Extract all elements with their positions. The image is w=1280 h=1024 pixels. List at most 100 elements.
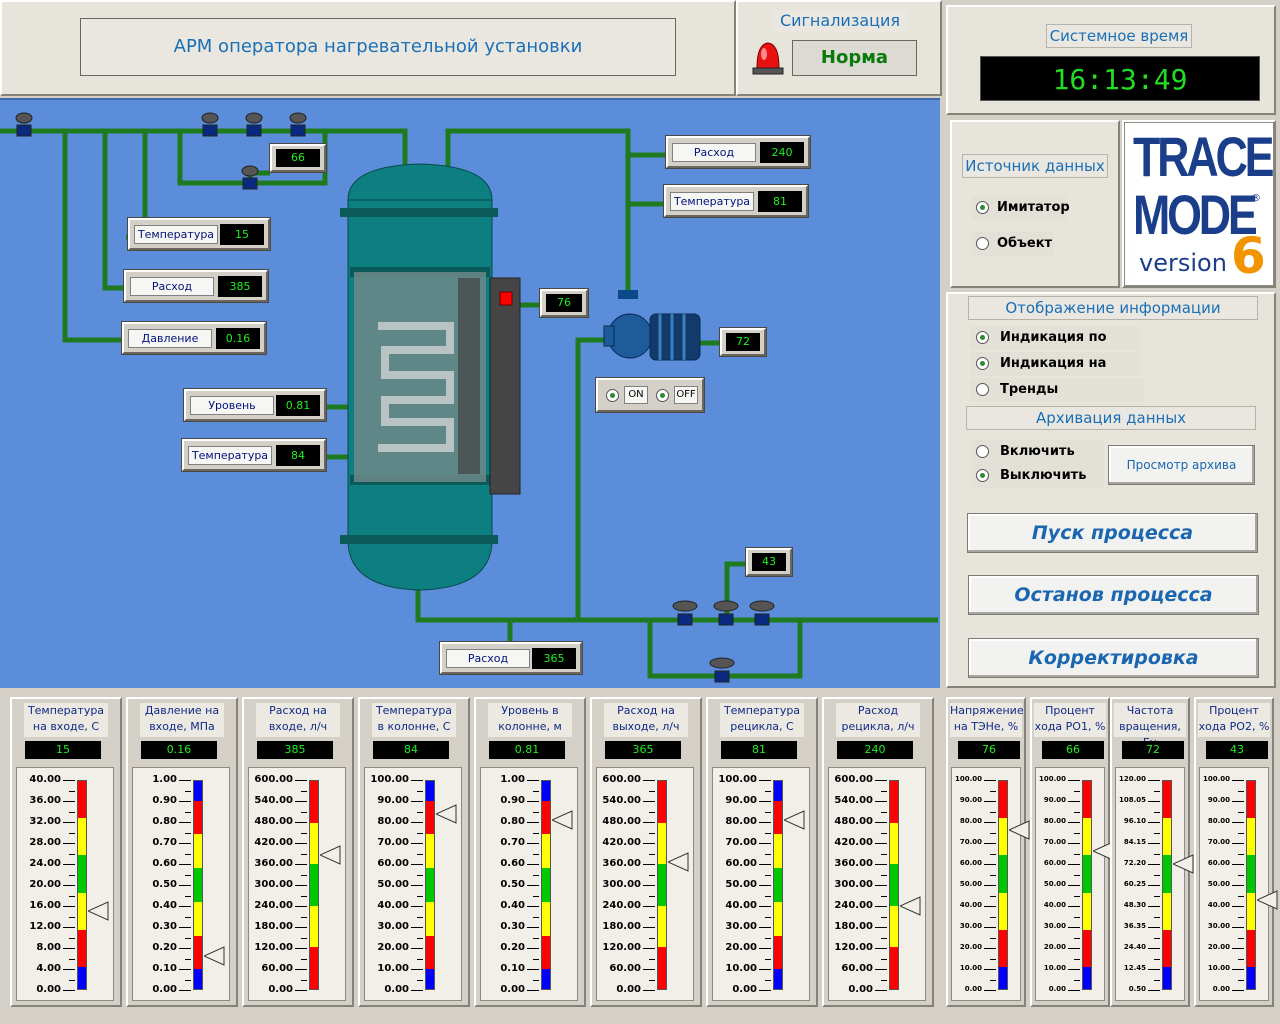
gauge-tick-line bbox=[1232, 927, 1244, 928]
gauge-zone-yellow bbox=[1247, 818, 1255, 856]
gauge-minor-tick bbox=[69, 874, 75, 876]
gauge-tick-label: 32.00 bbox=[29, 815, 61, 827]
gauge-color-bar bbox=[309, 780, 319, 990]
gauge-tick-label: 180.00 bbox=[602, 920, 641, 932]
gauge-minor-tick bbox=[1074, 895, 1080, 897]
gauge-value: 240 bbox=[837, 741, 913, 759]
gauge-tick-line bbox=[527, 948, 539, 949]
gauge-title: Напряжение на ТЭНе, % bbox=[950, 703, 1024, 737]
gauge-tick-line bbox=[1068, 906, 1080, 907]
gauge-minor-tick bbox=[1074, 937, 1080, 939]
gauge-tick-label: 600.00 bbox=[834, 773, 873, 785]
display-option-trends[interactable]: Тренды bbox=[970, 378, 1144, 402]
gauge-tick-line bbox=[527, 780, 539, 781]
gauge-zone-blue bbox=[1163, 967, 1171, 989]
gauge-tick-line bbox=[643, 990, 655, 991]
alarm-lamp-icon bbox=[750, 38, 786, 76]
radio-icon[interactable] bbox=[976, 445, 989, 458]
gauge-zone-yellow bbox=[658, 822, 666, 865]
gauge-minor-tick bbox=[990, 874, 996, 876]
stop-process-button[interactable]: Останов процесса bbox=[968, 575, 1259, 615]
gauge-minor-tick bbox=[1238, 790, 1244, 792]
gauge-zone-red bbox=[194, 935, 202, 970]
gauge-tick-label: 0.40 bbox=[152, 899, 177, 911]
gauge-tick-line bbox=[295, 843, 307, 844]
gauge-11: Частота вращения, Гц72120.00108.0596.108… bbox=[1110, 697, 1194, 1007]
gauge-minor-tick bbox=[69, 937, 75, 939]
gauge-tick-label: 100.00 bbox=[1202, 775, 1230, 784]
gauge-tick-label: 72.20 bbox=[1123, 859, 1146, 868]
gauge-tick-label: 70.00 bbox=[377, 836, 409, 848]
gauge-tick-label: 48.30 bbox=[1123, 901, 1146, 910]
archive-option-enable[interactable]: Включить bbox=[972, 440, 1104, 464]
gauge-tick-line bbox=[1232, 864, 1244, 865]
gauge-tick-label: 0.80 bbox=[152, 815, 177, 827]
gauge-tick-label: 0.00 bbox=[500, 983, 525, 995]
radio-icon[interactable] bbox=[976, 331, 989, 344]
gauge-tick-line bbox=[179, 843, 191, 844]
start-process-button[interactable]: Пуск процесса bbox=[967, 513, 1258, 553]
radio-icon[interactable] bbox=[976, 383, 989, 396]
display-option-local[interactable]: Индикация по месту bbox=[970, 326, 1140, 369]
pump-off-radio[interactable] bbox=[656, 389, 669, 402]
pump-off-label[interactable]: OFF bbox=[674, 386, 698, 404]
gauge-zone-red bbox=[1163, 929, 1171, 968]
gauge-tick-line bbox=[1068, 927, 1080, 928]
gauge-tick-label: 1.00 bbox=[152, 773, 177, 785]
gauge-minor-tick bbox=[417, 979, 423, 981]
gauge-tick-label: 0.70 bbox=[500, 836, 525, 848]
gauge-minor-tick bbox=[185, 832, 191, 834]
gauge-title: Расход на входе, л/ч bbox=[256, 703, 340, 737]
gauge-tick-label: 300.00 bbox=[834, 878, 873, 890]
gauge-tick-label: 120.00 bbox=[834, 941, 873, 953]
source-option-object[interactable]: Объект bbox=[972, 232, 1054, 256]
gauge-tick-line bbox=[875, 969, 887, 970]
gauge-tick-line bbox=[759, 822, 771, 823]
gauge-tick-label: 0.00 bbox=[1048, 985, 1066, 994]
gauge-pointer-icon bbox=[784, 810, 805, 830]
correct-algorithm-button[interactable]: Корректировка алгоритма bbox=[968, 638, 1259, 707]
gauge-minor-tick bbox=[533, 832, 539, 834]
gauge-zone-yellow bbox=[426, 834, 434, 869]
gauge-zone-yellow bbox=[78, 818, 86, 856]
gauge-tick-line bbox=[63, 822, 75, 823]
gauge-tick-line bbox=[1068, 990, 1080, 991]
archive-option-disable[interactable]: Выключить bbox=[972, 464, 1104, 488]
radio-icon[interactable] bbox=[976, 357, 989, 370]
display-option-panel[interactable]: Индикация на щите bbox=[970, 352, 1140, 395]
source-option-simulator[interactable]: Имитатор bbox=[972, 196, 1070, 220]
gauge-tick-line bbox=[1068, 969, 1080, 970]
pump-on-label[interactable]: ON bbox=[624, 386, 648, 404]
pump-on-radio[interactable] bbox=[606, 389, 619, 402]
gauge-minor-tick bbox=[649, 853, 655, 855]
view-archive-button[interactable]: Просмотр архива bbox=[1108, 445, 1255, 485]
gauge-tick-line bbox=[63, 885, 75, 886]
gauge-zone-blue bbox=[426, 781, 434, 801]
gauge-minor-tick bbox=[301, 916, 307, 918]
gauge-tick-label: 600.00 bbox=[254, 773, 293, 785]
gauge-minor-tick bbox=[881, 811, 887, 813]
gauge-tick-line bbox=[295, 969, 307, 970]
gauge-tick-label: 8.00 bbox=[36, 941, 61, 953]
gauge-tick-label: 60.00 bbox=[1043, 859, 1066, 868]
gauge-tick-line bbox=[1148, 948, 1160, 949]
gauge-tick-line bbox=[1068, 948, 1080, 949]
gauge-tick-label: 540.00 bbox=[602, 794, 641, 806]
gauge-tick-label: 60.00 bbox=[261, 962, 293, 974]
gauge-minor-tick bbox=[1154, 874, 1160, 876]
radio-icon[interactable] bbox=[976, 201, 989, 214]
radio-icon[interactable] bbox=[976, 237, 989, 250]
gauge-color-bar bbox=[998, 780, 1008, 990]
gauge-tick-line bbox=[63, 927, 75, 928]
radio-icon[interactable] bbox=[976, 469, 989, 482]
gauge-minor-tick bbox=[1154, 916, 1160, 918]
gauge-minor-tick bbox=[990, 937, 996, 939]
gauge-tick-label: 0.90 bbox=[152, 794, 177, 806]
gauge-zone-green bbox=[542, 868, 550, 902]
gauge-tick-line bbox=[759, 843, 771, 844]
